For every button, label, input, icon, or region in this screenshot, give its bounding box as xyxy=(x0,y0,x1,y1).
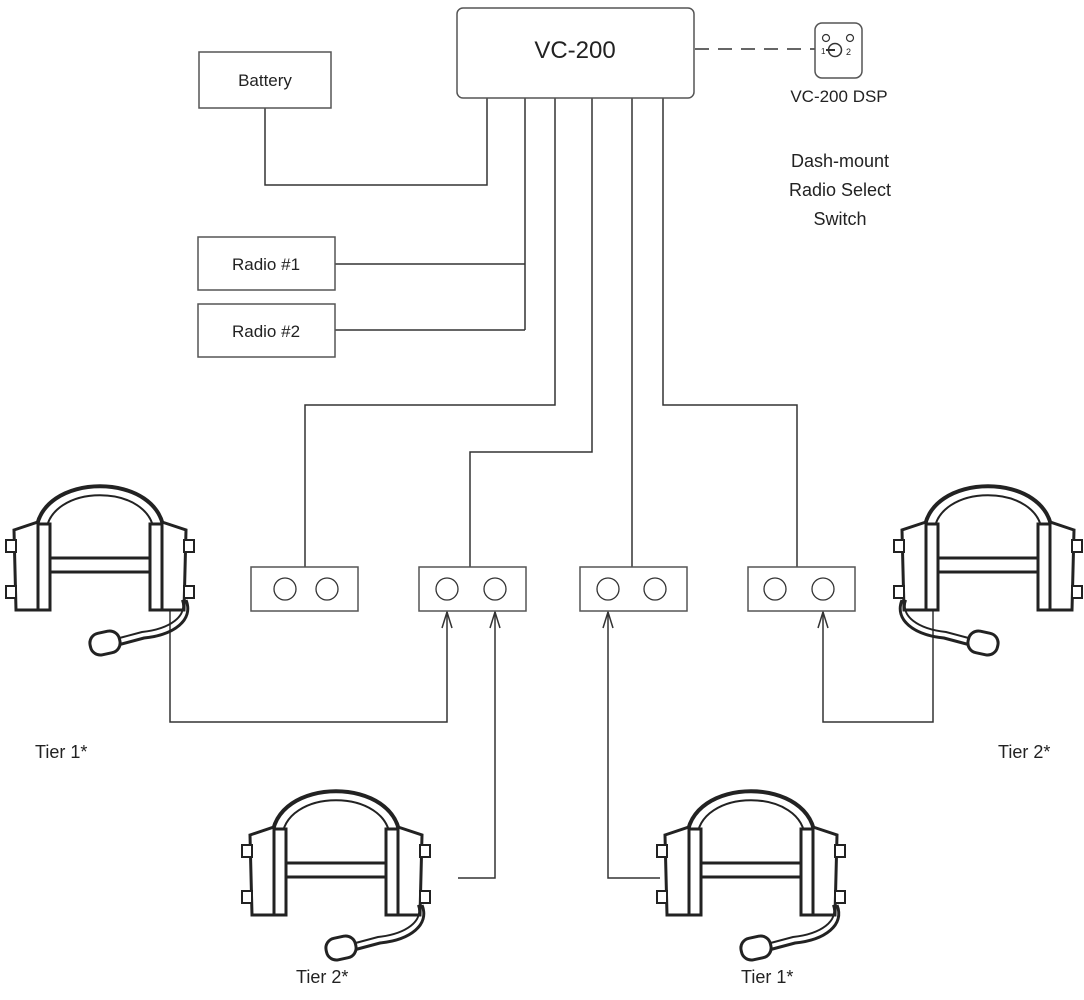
radio-2-box: Radio #2 xyxy=(197,303,336,358)
headset-bc-cable xyxy=(607,612,660,879)
radio-1-box: Radio #1 xyxy=(197,236,336,291)
jack-socket xyxy=(596,577,620,601)
dash-mount-caption: Dash-mount Radio Select Switch xyxy=(789,151,891,229)
jack-socket xyxy=(315,577,339,601)
battery-label: Battery xyxy=(238,71,292,90)
headset-icon xyxy=(655,789,847,964)
headset-tier-label-bottom-left: Tier 2* xyxy=(296,967,348,987)
jack-socket xyxy=(811,577,835,601)
jack-socket xyxy=(483,577,507,601)
dsp-label: VC-200 DSP xyxy=(790,87,887,106)
headset-tier-label-right: Tier 2* xyxy=(998,742,1050,762)
jack-arrows xyxy=(441,609,829,629)
dash-mount-line-1: Dash-mount xyxy=(791,151,889,171)
dash-mount-line-2: Radio Select xyxy=(789,180,891,200)
vc200-controller: VC-200 xyxy=(456,7,695,99)
jack-2-wire xyxy=(469,98,593,567)
dsp-switch-icon: 1 2 xyxy=(814,22,863,79)
jack-4-wire xyxy=(662,98,798,567)
jack-box-4 xyxy=(747,566,856,612)
jack-socket xyxy=(643,577,667,601)
headset-bl-cable xyxy=(458,612,496,879)
headset-tr-cable xyxy=(822,590,934,723)
headset-icon xyxy=(240,789,432,964)
battery-box: Battery xyxy=(198,51,332,109)
dsp-switch-mark-2: 2 xyxy=(846,47,851,57)
headset-tier-label-bottom-right: Tier 1* xyxy=(741,967,793,987)
jack-box-2 xyxy=(418,566,527,612)
jack-socket xyxy=(435,577,459,601)
controller-label: VC-200 xyxy=(534,37,615,64)
jack-1-wire xyxy=(304,98,556,567)
jack-box-1 xyxy=(250,566,359,612)
jack-box-3 xyxy=(579,566,688,612)
dsp-switch-mark-1: 1 xyxy=(821,47,826,56)
headset-icon xyxy=(892,484,1084,659)
wiring xyxy=(169,48,934,879)
headset-tier-label-left: Tier 1* xyxy=(35,742,87,762)
headset-tl-cable xyxy=(169,590,448,723)
headset-icon xyxy=(4,484,196,659)
jack-socket xyxy=(763,577,787,601)
jack-socket xyxy=(273,577,297,601)
battery-wire xyxy=(264,98,488,186)
dash-mount-line-3: Switch xyxy=(813,209,866,229)
radio-1-label: Radio #1 xyxy=(232,255,300,274)
radio-2-label: Radio #2 xyxy=(232,322,300,341)
